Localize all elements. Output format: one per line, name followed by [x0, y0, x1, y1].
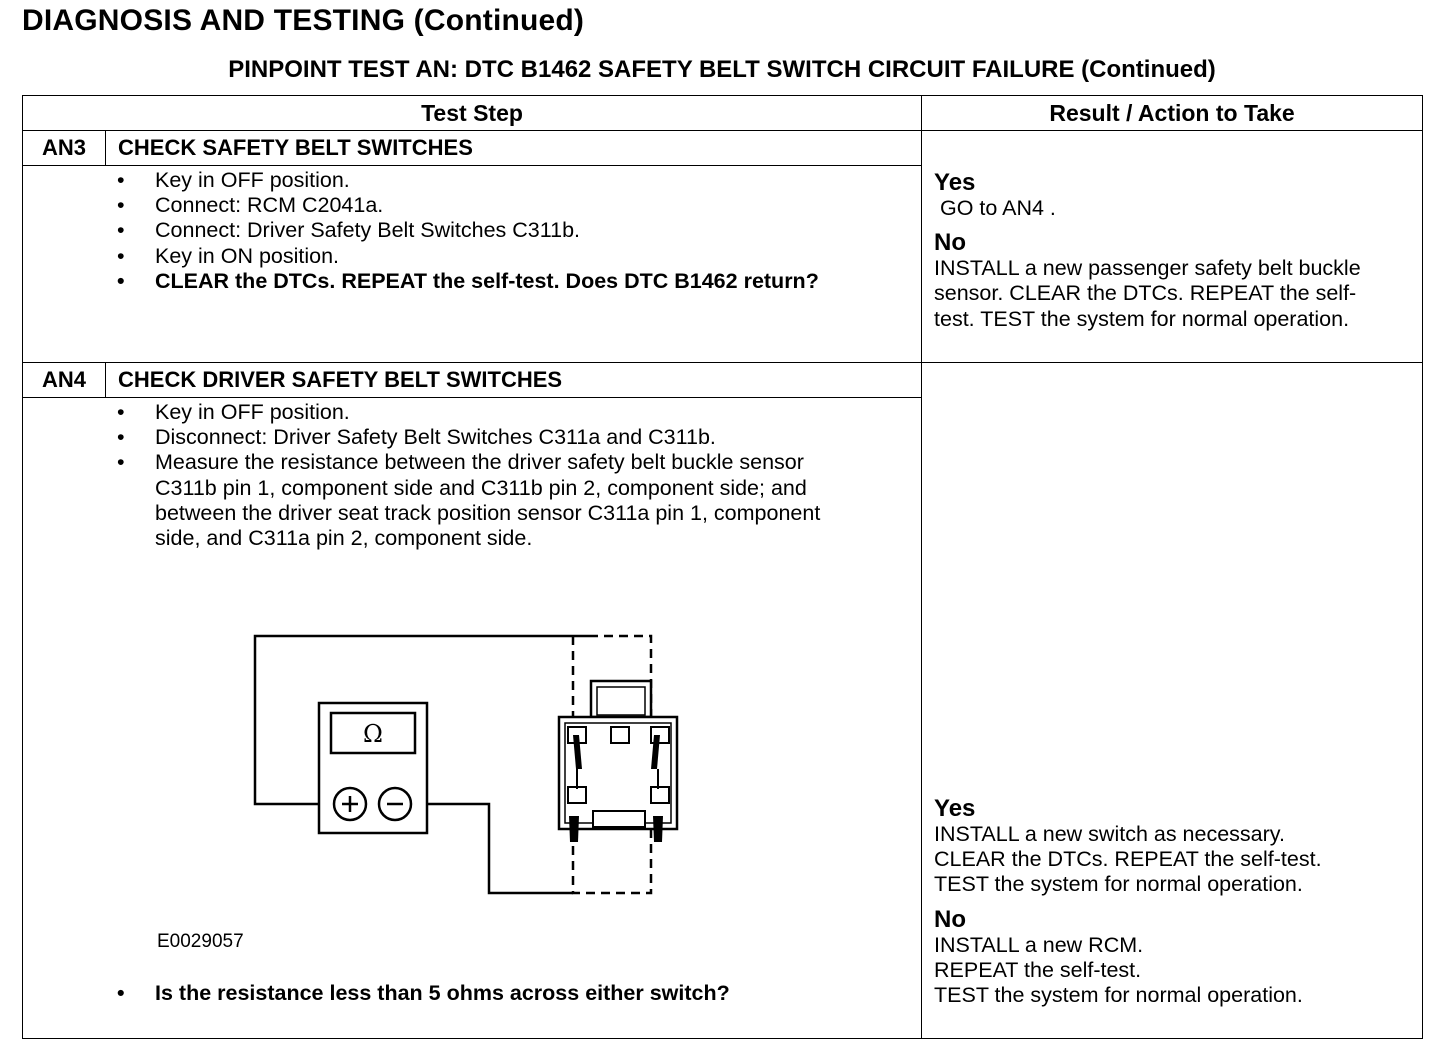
step-body-row: Key in OFF position. Disconnect: Driver … [21, 397, 1423, 1039]
no-action-line: TEST the system for normal operation. [934, 983, 1303, 1008]
result-header: Result / Action to Take [921, 95, 1424, 131]
step-question: Is the resistance less than 5 ohms acros… [117, 981, 730, 1006]
bullet-item: CLEAR the DTCs. REPEAT the self-test. Do… [117, 269, 855, 294]
step-bullets: Key in OFF position. Disconnect: Driver … [23, 400, 921, 551]
no-label: No [934, 905, 967, 933]
ohmmeter-diagram: Ω [253, 634, 679, 895]
figure: Ω [23, 551, 921, 1006]
bullet-item: Disconnect: Driver Safety Belt Switches … [117, 425, 921, 450]
bullet-item: Key in ON position. [117, 244, 921, 269]
step-title-row: AN4 CHECK DRIVER SAFETY BELT SWITCHES Ye… [22, 362, 1424, 1039]
yes-action-line: TEST the system for normal operation. [934, 872, 1303, 897]
pinpoint-test-title: PINPOINT TEST AN: DTC B1462 SAFETY BELT … [228, 56, 1216, 83]
yes-action-line: CLEAR the DTCs. REPEAT the self-test. [934, 847, 1322, 872]
page-header: DIAGNOSIS AND TESTING (Continued) [22, 4, 585, 37]
no-action-line: INSTALL a new RCM. [934, 932, 1144, 957]
meter-display [329, 711, 417, 755]
yes-action: GO to AN4 . [934, 196, 1056, 220]
yes-action-line: INSTALL a new switch as necessary. [934, 822, 1285, 846]
step-id: AN3 [22, 130, 106, 166]
step-id: AN4 [22, 362, 106, 398]
step-body: Key in OFF position. Disconnect: Driver … [21, 397, 923, 1039]
bullet-item: Connect: RCM C2041a. [117, 193, 921, 218]
no-label: No [934, 229, 967, 257]
step-result: Yes GO to AN4 . No INSTALL a new passeng… [921, 130, 1424, 363]
yes-label: Yes [934, 169, 976, 196]
bullet-item: Connect: Driver Safety Belt Switches C31… [117, 218, 921, 243]
no-action: INSTALL a new passenger safety belt buck… [934, 256, 1361, 331]
step-title: CHECK DRIVER SAFETY BELT SWITCHES [104, 362, 923, 398]
bullet-item: Key in OFF position. [117, 168, 921, 193]
step-result: Yes INSTALL a new switch as necessary. C… [921, 362, 1424, 1039]
step-body-row: Key in OFF position. Connect: RCM C2041a… [21, 165, 1423, 363]
step-bullets: Key in OFF position. Connect: RCM C2041a… [23, 168, 921, 294]
step-title-row: AN3 CHECK SAFETY BELT SWITCHES Yes GO to… [22, 130, 1424, 363]
step-title: CHECK SAFETY BELT SWITCHES [104, 130, 923, 166]
bullet-item: Measure the resistance between the drive… [117, 450, 845, 551]
ohm-symbol: Ω [363, 720, 383, 748]
test-table: Test Step Result / Action to Take AN3 CH… [21, 95, 1424, 1039]
bullet-item: Key in OFF position. [117, 400, 921, 425]
figure-id: E0029057 [157, 931, 244, 953]
yes-label: Yes [934, 795, 976, 822]
table-header-row: Test Step Result / Action to Take [21, 95, 1424, 131]
step-body: Key in OFF position. Connect: RCM C2041a… [21, 165, 923, 363]
no-action-line: REPEAT the self-test. [934, 957, 1142, 982]
test-step-header: Test Step [21, 95, 923, 131]
